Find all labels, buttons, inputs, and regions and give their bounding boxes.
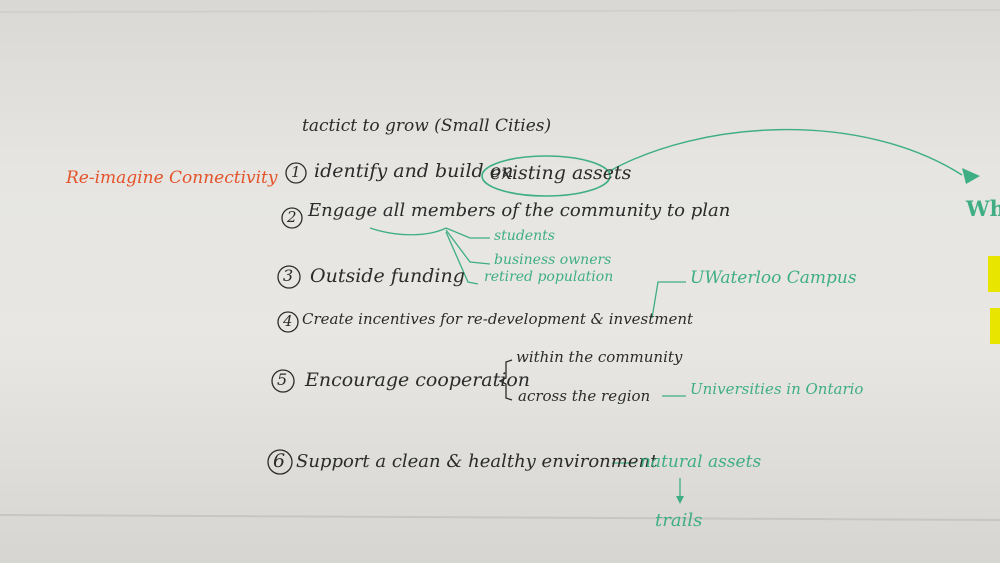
side-label: Re-imagine Connectivity [66,168,278,188]
item-1-text: identify and build on [314,160,514,182]
funding-link-label: UWaterloo Campus [690,268,857,288]
circle-5-icon [271,369,295,393]
right-edge-text: Who [966,196,1000,221]
page-heading: tactict to grow (Small Cities) [302,116,552,136]
circle-3-icon [277,265,301,289]
item-2-number: 2 [287,208,297,226]
cooperation-across-label: across the region [518,387,651,405]
environment-sub-label: trails [655,510,703,531]
item-5-number: 5 [277,370,288,389]
board-bottom-edge [0,514,1000,521]
trails-arrowhead-icon [676,496,684,504]
existing-assets-ellipse [481,155,611,197]
assets-arc [607,128,963,176]
item-4-text: Create incentives for re-development & i… [302,310,694,328]
circle-6-icon [267,449,293,475]
members-underline [369,227,447,236]
branch-retired-label: retired population [484,269,614,285]
environment-link-label: natural assets [640,452,762,472]
item-5-text: Encourage cooperation [305,369,531,391]
item-6-number: 6 [273,450,286,472]
branch-business [445,229,491,265]
sticky-note [990,308,1000,344]
branch-students [445,227,490,239]
item-1-circled-text: existing assets [490,162,632,184]
circle-1-icon [285,162,307,184]
item-6-text: Support a clean & healthy environment [296,451,658,472]
circle-2-icon [281,207,303,229]
region-link-label: Universities in Ontario [690,380,864,398]
arc-arrowhead-icon [962,168,980,184]
item-2-text: Engage all members of the community to p… [308,200,731,221]
branch-retired [445,231,479,285]
funding-link-line [651,281,686,319]
item-3-text: Outside funding [310,265,465,287]
board-top-edge [0,9,1000,13]
sticky-note [988,256,1000,292]
cooperation-bracket [498,359,513,401]
cooperation-within-label: within the community [516,348,683,366]
item-3-number: 3 [283,266,294,285]
branch-business-owners-label: business owners [494,252,612,268]
item-1-number: 1 [291,163,301,181]
circle-4-icon [277,311,299,333]
branch-students-label: students [494,228,555,244]
item-4-number: 4 [283,312,293,330]
